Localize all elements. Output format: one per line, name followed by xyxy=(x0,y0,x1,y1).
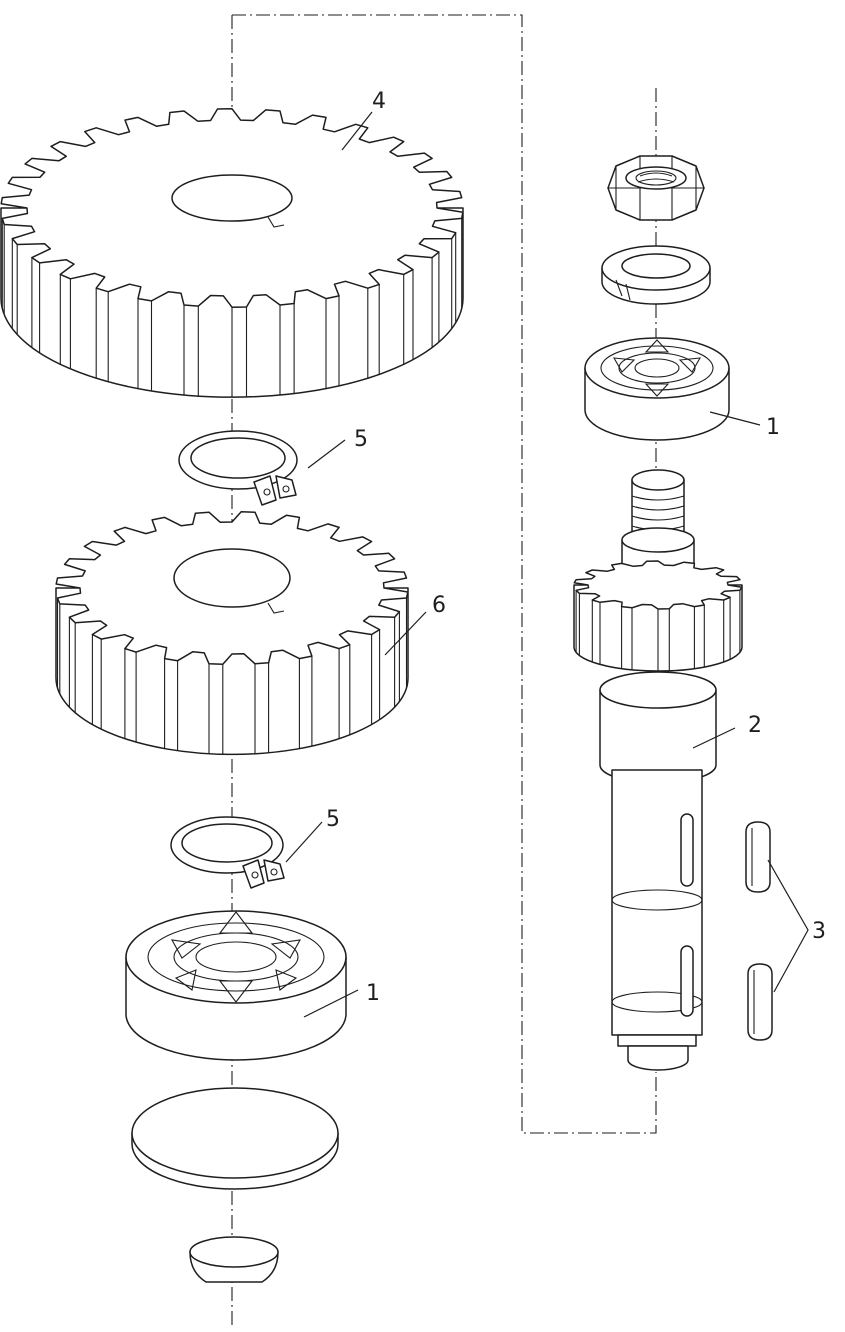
label-upper-bearing: 1 xyxy=(766,415,780,440)
medium-spur-gear xyxy=(55,510,409,756)
pinion-shaft xyxy=(573,469,743,1071)
label-keys: 3 xyxy=(812,919,826,944)
label-lower-circlip: 5 xyxy=(326,807,340,832)
keys xyxy=(745,821,773,1041)
upper-ball-bearing xyxy=(584,337,730,441)
hex-nut xyxy=(607,155,705,221)
cover-disc xyxy=(131,1087,339,1190)
label-medium-gear: 6 xyxy=(432,593,446,618)
lower-ball-bearing xyxy=(125,910,347,1061)
label-shaft: 2 xyxy=(748,713,762,738)
spring-washer xyxy=(601,245,711,305)
label-upper-circlip: 5 xyxy=(354,427,368,452)
upper-circlip xyxy=(178,430,298,506)
lower-circlip xyxy=(170,816,285,889)
end-cap xyxy=(189,1236,279,1283)
assembly-link-line xyxy=(232,14,657,1134)
leader-lines xyxy=(285,111,809,1018)
shaft-pinion-gear xyxy=(573,560,743,672)
label-large-gear: 4 xyxy=(372,89,386,114)
large-spur-gear xyxy=(0,108,464,398)
label-lower-bearing: 1 xyxy=(366,981,380,1006)
part-labels: 4 5 6 5 1 1 2 3 xyxy=(326,89,826,1006)
